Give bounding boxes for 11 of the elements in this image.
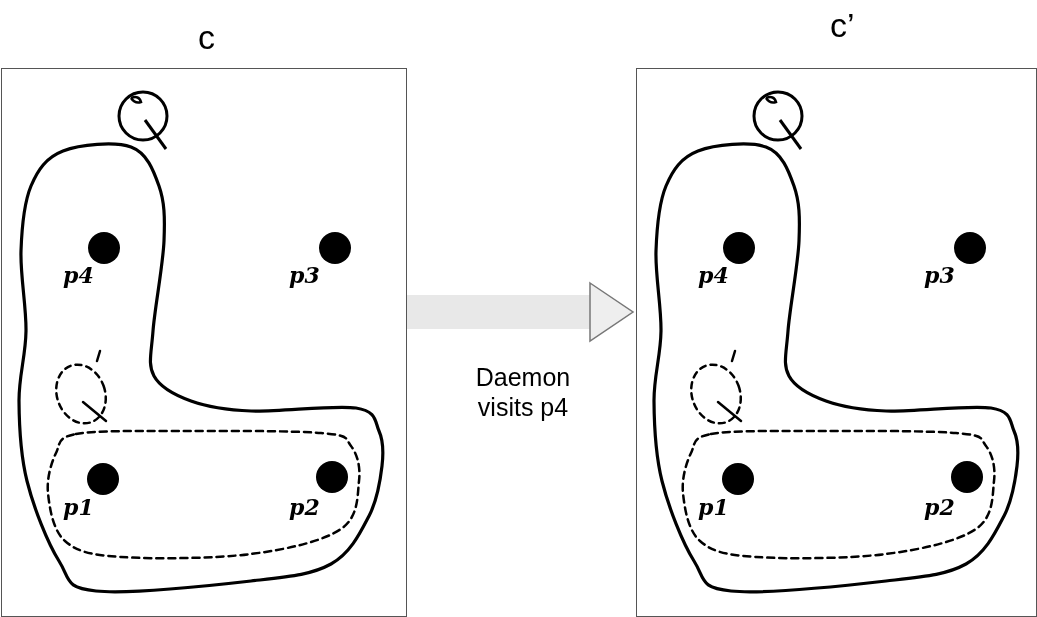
block-arrow xyxy=(407,282,634,342)
point-label: p4 xyxy=(698,263,729,287)
panel-title: c’ xyxy=(830,7,855,43)
point-label: p1 xyxy=(698,495,729,519)
point-label: p3 xyxy=(924,263,955,287)
point-label: p1 xyxy=(63,495,94,519)
point-label: p3 xyxy=(289,263,320,287)
point-label: p4 xyxy=(63,263,94,287)
point-label: p2 xyxy=(289,495,320,519)
point-label: p2 xyxy=(924,495,955,519)
panel-title: c xyxy=(198,19,215,55)
